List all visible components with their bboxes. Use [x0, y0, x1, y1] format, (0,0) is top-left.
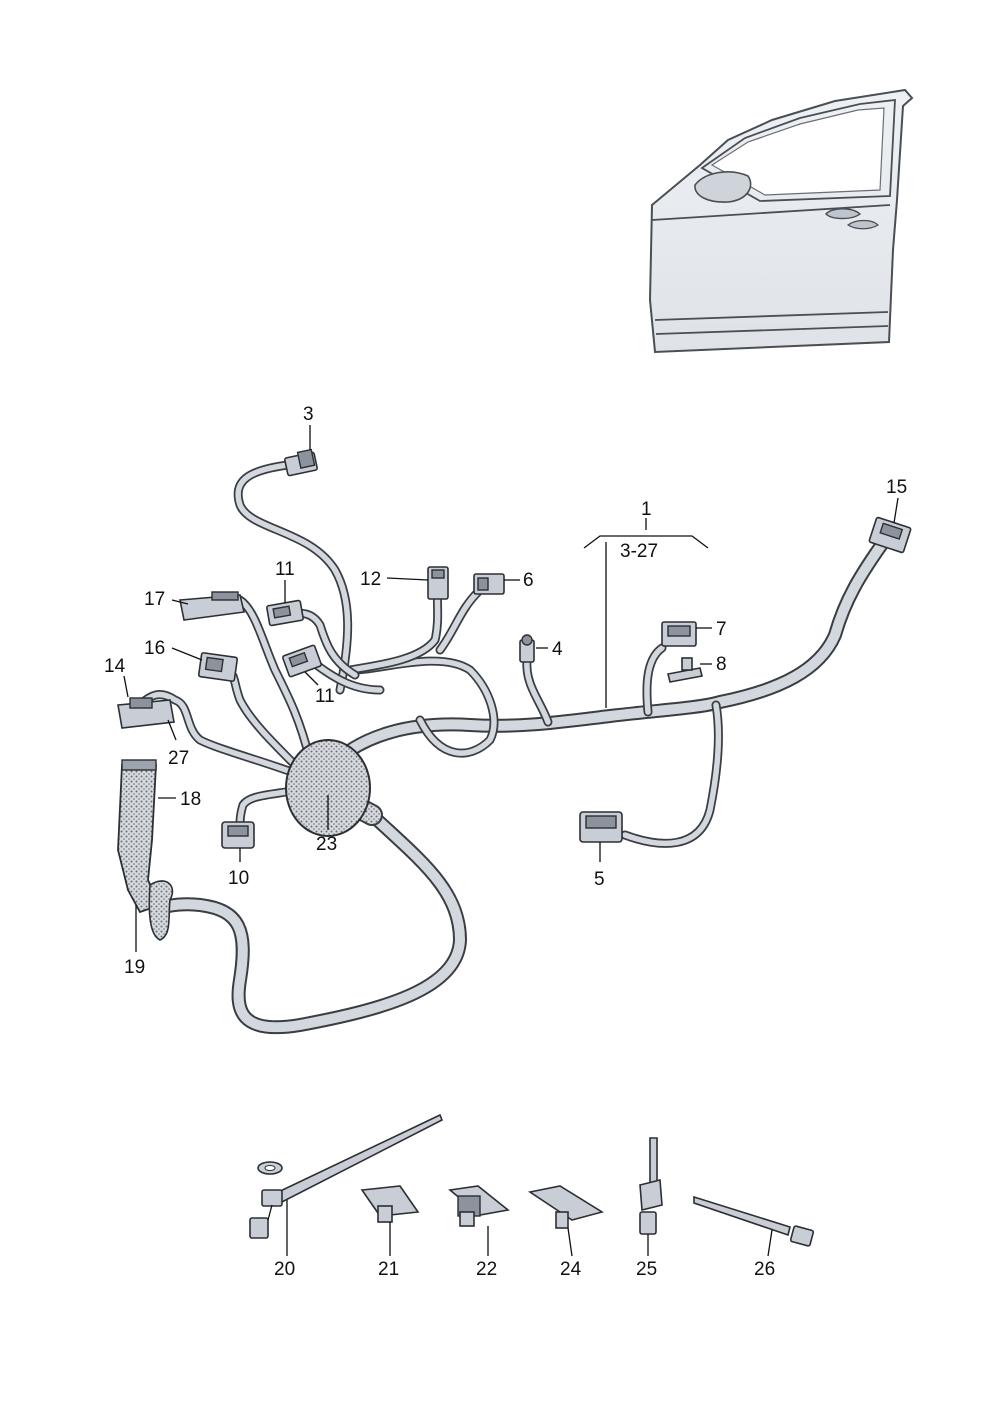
connector-7 [661, 621, 697, 647]
connector-10 [221, 821, 255, 849]
callout-18: 18 [180, 789, 201, 810]
callout-3: 3 [303, 404, 314, 425]
clip-21 [360, 1185, 420, 1223]
connector-14 [117, 697, 175, 729]
callout-1: 1 [641, 499, 652, 520]
connector-11-upper [266, 599, 304, 627]
main-harness [135, 460, 892, 1035]
callout-11-upper: 11 [275, 559, 295, 580]
clip-24 [527, 1185, 604, 1229]
connector-17 [179, 591, 245, 621]
clip-25 [639, 1137, 663, 1235]
connector-11-lower [282, 644, 322, 678]
callout-17: 17 [144, 589, 165, 610]
grommet-23 [285, 739, 371, 837]
connector-12 [427, 566, 449, 600]
callout-15: 15 [886, 477, 907, 498]
cable-tie-20 [249, 1113, 444, 1239]
callout-8: 8 [716, 654, 727, 675]
callout-22: 22 [476, 1259, 497, 1280]
connector-6 [473, 573, 505, 595]
callout-21: 21 [378, 1259, 399, 1280]
door-locator-illustration [648, 88, 914, 354]
callout-27: 27 [168, 748, 189, 769]
callout-4: 4 [552, 639, 563, 660]
callout-23: 23 [316, 834, 337, 855]
corrugated-tube-18-19 [117, 759, 174, 941]
callout-26: 26 [754, 1259, 775, 1280]
connector-16 [197, 652, 239, 682]
connector-5 [579, 811, 623, 843]
connector-15 [868, 516, 912, 554]
callout-20: 20 [274, 1259, 295, 1280]
callout-12: 12 [360, 569, 381, 590]
leader-lines [123, 425, 899, 1257]
connector-4 [519, 634, 535, 663]
callout-11-lower: 11 [315, 686, 335, 707]
callout-5: 5 [594, 869, 605, 890]
callout-labels: 1 3-27 3 4 5 6 7 8 10 11 11 12 14 15 16 … [104, 404, 907, 1280]
callout-24: 24 [560, 1259, 582, 1280]
callout-6: 6 [523, 570, 534, 591]
cable-tie-26 [693, 1195, 815, 1247]
callout-19: 19 [124, 957, 145, 978]
callout-3-27: 3-27 [620, 541, 658, 562]
connector-3 [284, 448, 318, 477]
callout-14: 14 [104, 656, 126, 677]
callout-7: 7 [716, 619, 727, 640]
clip-8 [667, 657, 703, 683]
callout-16: 16 [144, 638, 165, 659]
callout-25: 25 [636, 1259, 657, 1280]
callout-10: 10 [228, 868, 249, 889]
clip-22 [448, 1185, 510, 1227]
